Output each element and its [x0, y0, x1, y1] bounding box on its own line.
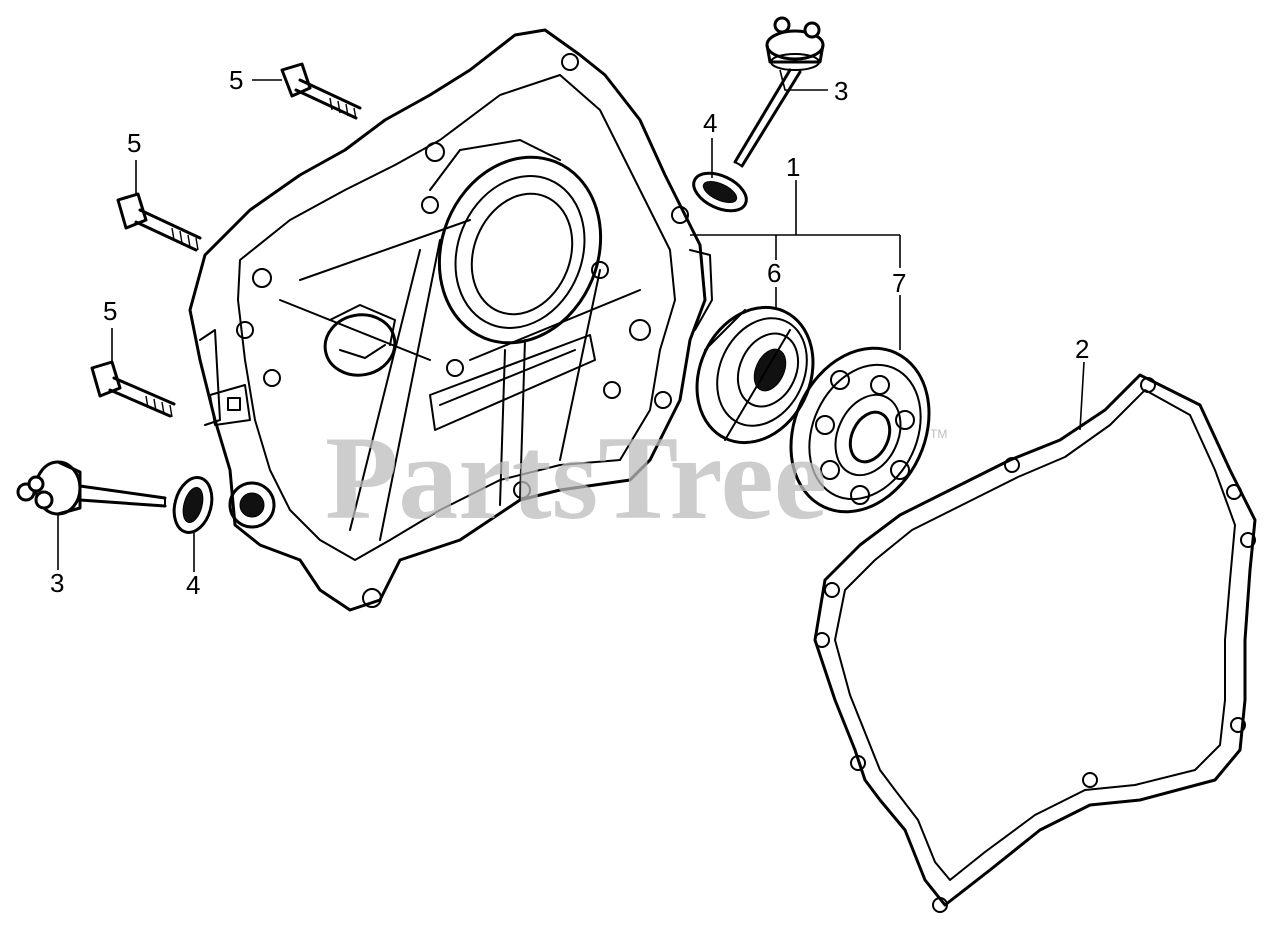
flange-bolt-mid[interactable]: [116, 192, 202, 252]
flange-bolt-low[interactable]: [90, 360, 176, 418]
leader-lines: [57, 69, 1085, 572]
o-ring-low[interactable]: [168, 473, 217, 536]
callout-6: 6: [767, 258, 781, 288]
watermark-text: PartsTree: [325, 411, 827, 544]
callout-3-top: 3: [834, 76, 848, 106]
cover-gasket[interactable]: [813, 373, 1257, 913]
callout-2: 2: [1075, 334, 1089, 364]
oil-dipstick-low[interactable]: [16, 460, 167, 516]
callout-1: 1: [786, 152, 800, 182]
callout-5-low: 5: [103, 296, 117, 326]
watermark: PartsTree TM: [325, 411, 947, 544]
callout-numbers: 5 5 5 3 4 1 6 7 2 3 4: [50, 65, 1089, 600]
callout-3-low: 3: [50, 568, 64, 598]
crankcase-cover[interactable]: [188, 28, 713, 612]
ball-bearing[interactable]: [765, 325, 955, 534]
callout-5-top: 5: [229, 65, 243, 95]
flange-bolt-top[interactable]: [280, 62, 362, 120]
callout-7: 7: [892, 268, 906, 298]
watermark-trademark: TM: [930, 427, 947, 441]
callout-5-mid: 5: [127, 128, 141, 158]
o-ring-top[interactable]: [688, 166, 752, 219]
callout-4-low: 4: [186, 570, 200, 600]
oil-dipstick-top[interactable]: [733, 16, 825, 168]
callout-4-top: 4: [703, 108, 717, 138]
